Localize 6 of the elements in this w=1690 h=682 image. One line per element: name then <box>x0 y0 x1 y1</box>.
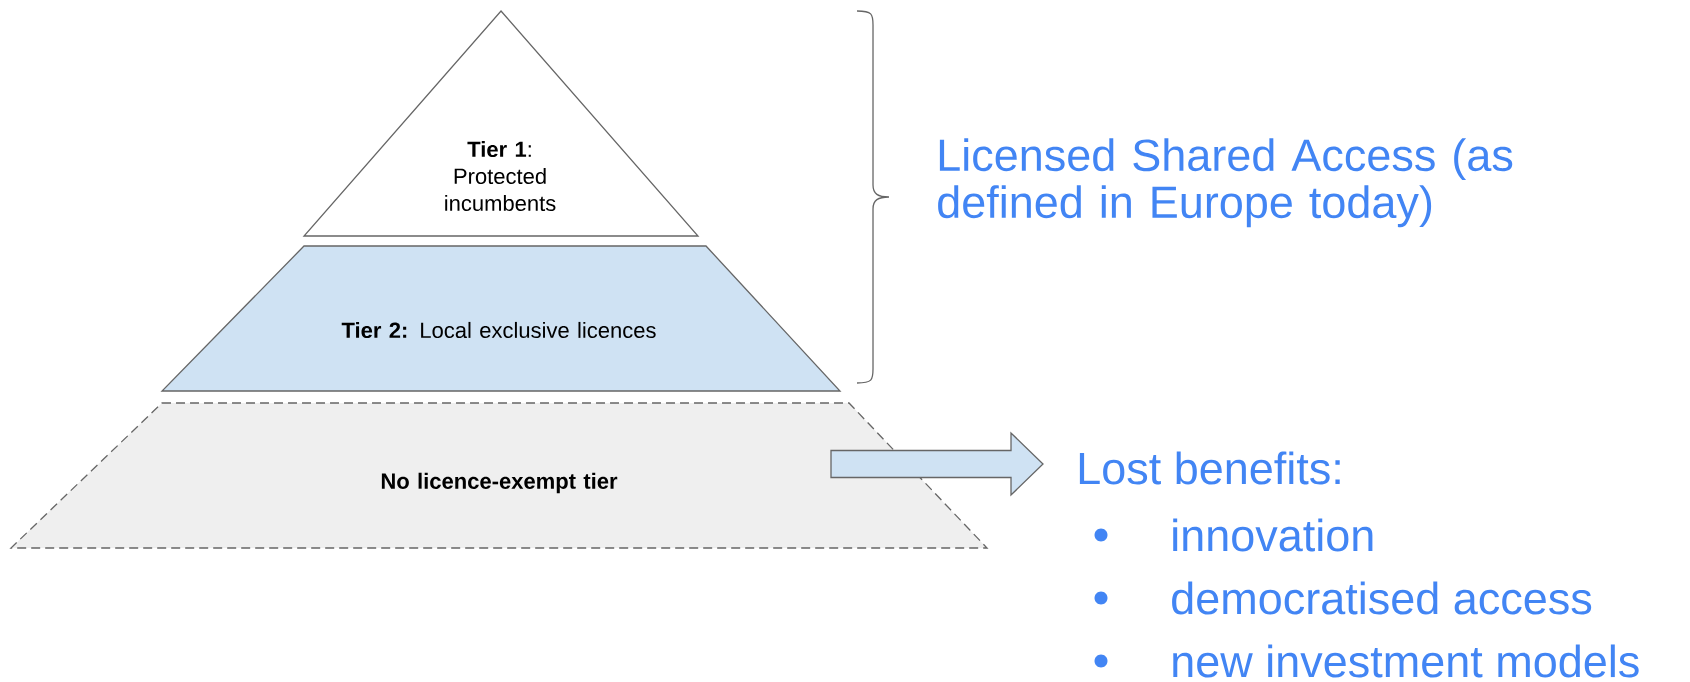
bracket-label: Licensed Shared Access (as defined in Europe today) <box>938 138 1513 228</box>
block-arrow <box>830 431 1044 497</box>
bullet-text: democratised access <box>1172 581 1592 615</box>
bullet-text: innovation <box>1173 518 1373 552</box>
heading-text: Lost benefits: <box>1079 451 1340 485</box>
bullet-text: new investment models <box>1173 644 1639 678</box>
